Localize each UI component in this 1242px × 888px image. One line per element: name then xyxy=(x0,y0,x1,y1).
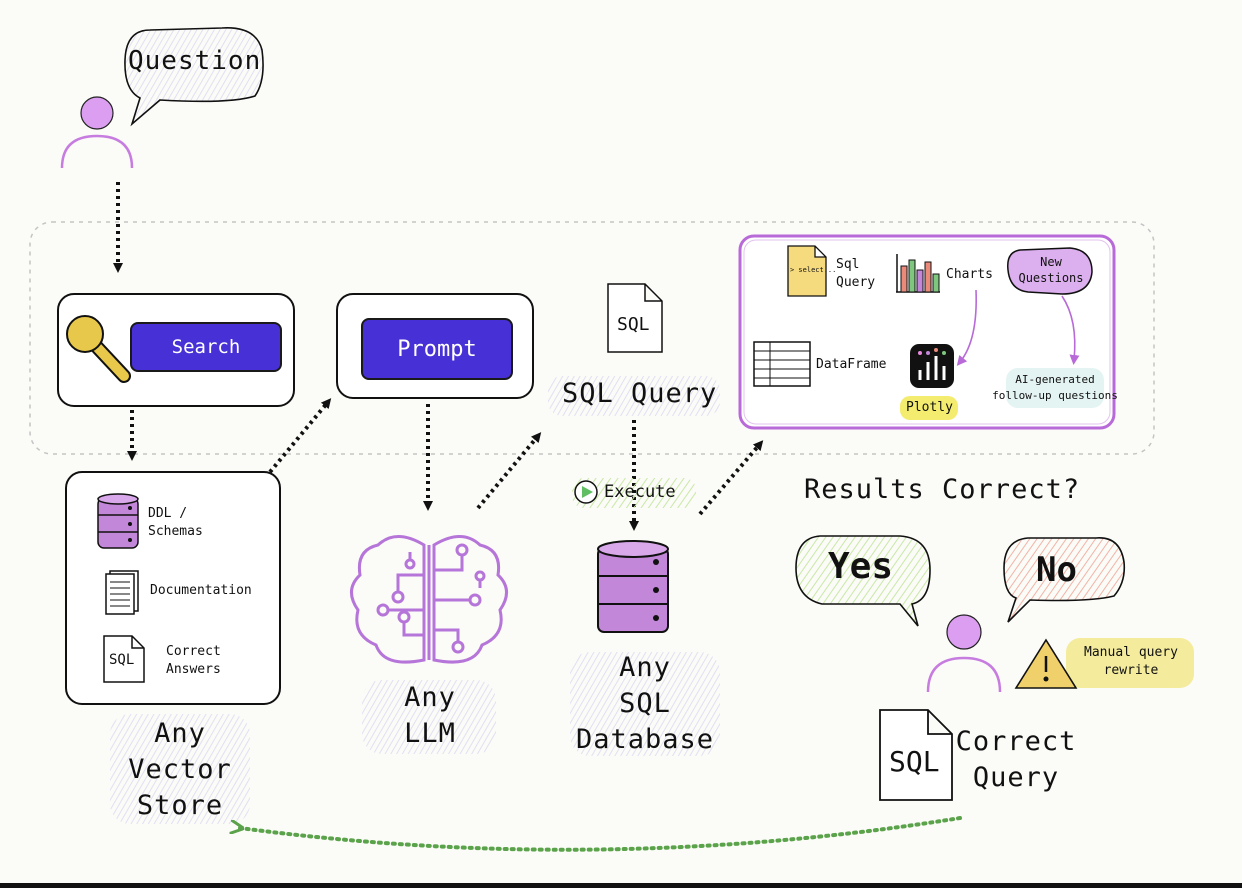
arrow-database-to-output xyxy=(698,440,764,516)
documentation-icon xyxy=(105,570,139,615)
plotly-label: Plotly xyxy=(906,400,953,415)
warning-icon xyxy=(1014,638,1078,689)
correct-query-label: Correct Query xyxy=(952,724,1080,796)
arrow-feedback-to-vectorstore xyxy=(240,816,962,852)
brain-icon xyxy=(350,535,508,664)
execute-label[interactable]: Execute xyxy=(604,482,676,502)
arrow-charts-to-plotly xyxy=(956,289,977,366)
correct-sql-file-icon xyxy=(879,709,953,801)
new-word: New xyxy=(1040,255,1062,269)
sql-query-icon-label: SQL xyxy=(617,314,650,335)
sqlquery-caption-highlight xyxy=(548,376,720,416)
database-caption: Any SQL Database xyxy=(565,650,725,758)
arrow-vectorstore-to-prompt xyxy=(268,398,332,474)
no-label[interactable]: No xyxy=(1036,550,1077,590)
db-any-label: Any xyxy=(619,652,671,683)
no-speech-bubble xyxy=(1003,537,1126,623)
arrow-newquestions-to-ai xyxy=(1061,295,1080,365)
database-schema-icon xyxy=(97,493,139,549)
any-label: Any xyxy=(154,718,206,749)
play-icon[interactable] xyxy=(574,480,598,504)
sql-doc-yellow-icon xyxy=(787,245,827,297)
reviewer-user-icon xyxy=(926,614,1002,693)
question-label: Question xyxy=(128,46,262,76)
llm-any-label: Any xyxy=(404,682,456,713)
bar-chart-icon xyxy=(896,254,940,293)
correct-word: Correct xyxy=(955,726,1077,757)
vectorstore-item-ddl: DDL / Schemas xyxy=(148,505,203,541)
questions-word: Questions xyxy=(1018,271,1084,285)
vector-label: Vector xyxy=(128,754,232,785)
answers-label: Answers xyxy=(166,662,221,677)
manual-rewrite-highlight xyxy=(1066,638,1194,688)
db-database-label: Database xyxy=(575,724,715,755)
vectorstore-sql-icon-label: SQL xyxy=(109,652,135,668)
user-icon xyxy=(60,96,134,169)
arrow-llm-to-sqlquery xyxy=(476,432,542,510)
pipeline-boundary xyxy=(29,221,1155,455)
sql-doc-text: > select... xyxy=(790,266,837,274)
sql-file-icon-small xyxy=(103,635,145,683)
sql-word: Sql xyxy=(836,257,860,272)
vectorstore-item-documentation: Documentation xyxy=(150,583,252,598)
question-speech-bubble xyxy=(124,27,264,127)
sql-query-file-icon xyxy=(607,283,663,353)
query-word-feedback: Query xyxy=(972,762,1060,793)
bottom-border xyxy=(0,883,1242,888)
db-sql-label: SQL xyxy=(619,688,671,719)
llm-caption: Any LLM xyxy=(350,680,510,752)
sql-database-icon xyxy=(597,540,669,633)
dataframe-icon xyxy=(753,341,811,387)
correct-sql-icon-label: SQL xyxy=(889,745,940,778)
charts-label: Charts xyxy=(946,267,993,282)
prompt-button[interactable]: Prompt xyxy=(361,318,513,380)
rewrite-line: rewrite xyxy=(1103,663,1159,678)
llm-caption-highlight xyxy=(362,680,496,754)
correct-label: Correct xyxy=(166,644,221,659)
search-button[interactable]: Search xyxy=(130,322,282,372)
output-panel-inner-border xyxy=(743,239,1111,425)
ai-questions-highlight xyxy=(1006,368,1104,408)
yes-label[interactable]: Yes xyxy=(828,546,894,587)
store-label: Store xyxy=(136,790,224,821)
new-questions-bubble xyxy=(1007,247,1093,295)
new-questions-label: New Questions xyxy=(1014,254,1088,286)
yes-speech-bubble xyxy=(795,535,931,627)
plotly-label-highlight xyxy=(900,396,958,420)
sql-query-caption: SQL Query xyxy=(562,378,718,409)
ai-generated-line: AI-generated xyxy=(1015,373,1095,386)
follow-up-line: follow-up questions xyxy=(992,389,1118,402)
llm-label: LLM xyxy=(404,718,456,749)
plotly-icon xyxy=(910,344,954,388)
schemas-label: Schemas xyxy=(148,524,203,539)
results-correct-question: Results Correct? xyxy=(804,474,1081,505)
ai-questions-label: AI-generated follow-up questions xyxy=(990,372,1120,404)
query-word: Query xyxy=(836,275,876,290)
vector-store-caption: Any Vector Store xyxy=(100,716,260,824)
manual-query-line: Manual query xyxy=(1084,645,1178,660)
vectorstore-item-correct-answers: Correct Answers xyxy=(166,643,221,679)
database-caption-highlight xyxy=(570,652,720,756)
dataframe-label: DataFrame xyxy=(816,357,887,372)
manual-rewrite-label: Manual query rewrite xyxy=(1070,644,1192,680)
vectorstore-caption-highlight xyxy=(110,714,250,824)
sql-query-output-label: Sql Query xyxy=(836,256,875,292)
ddl-label: DDL / xyxy=(148,506,188,521)
execute-highlight xyxy=(572,478,696,508)
magnifier-icon xyxy=(66,315,131,383)
